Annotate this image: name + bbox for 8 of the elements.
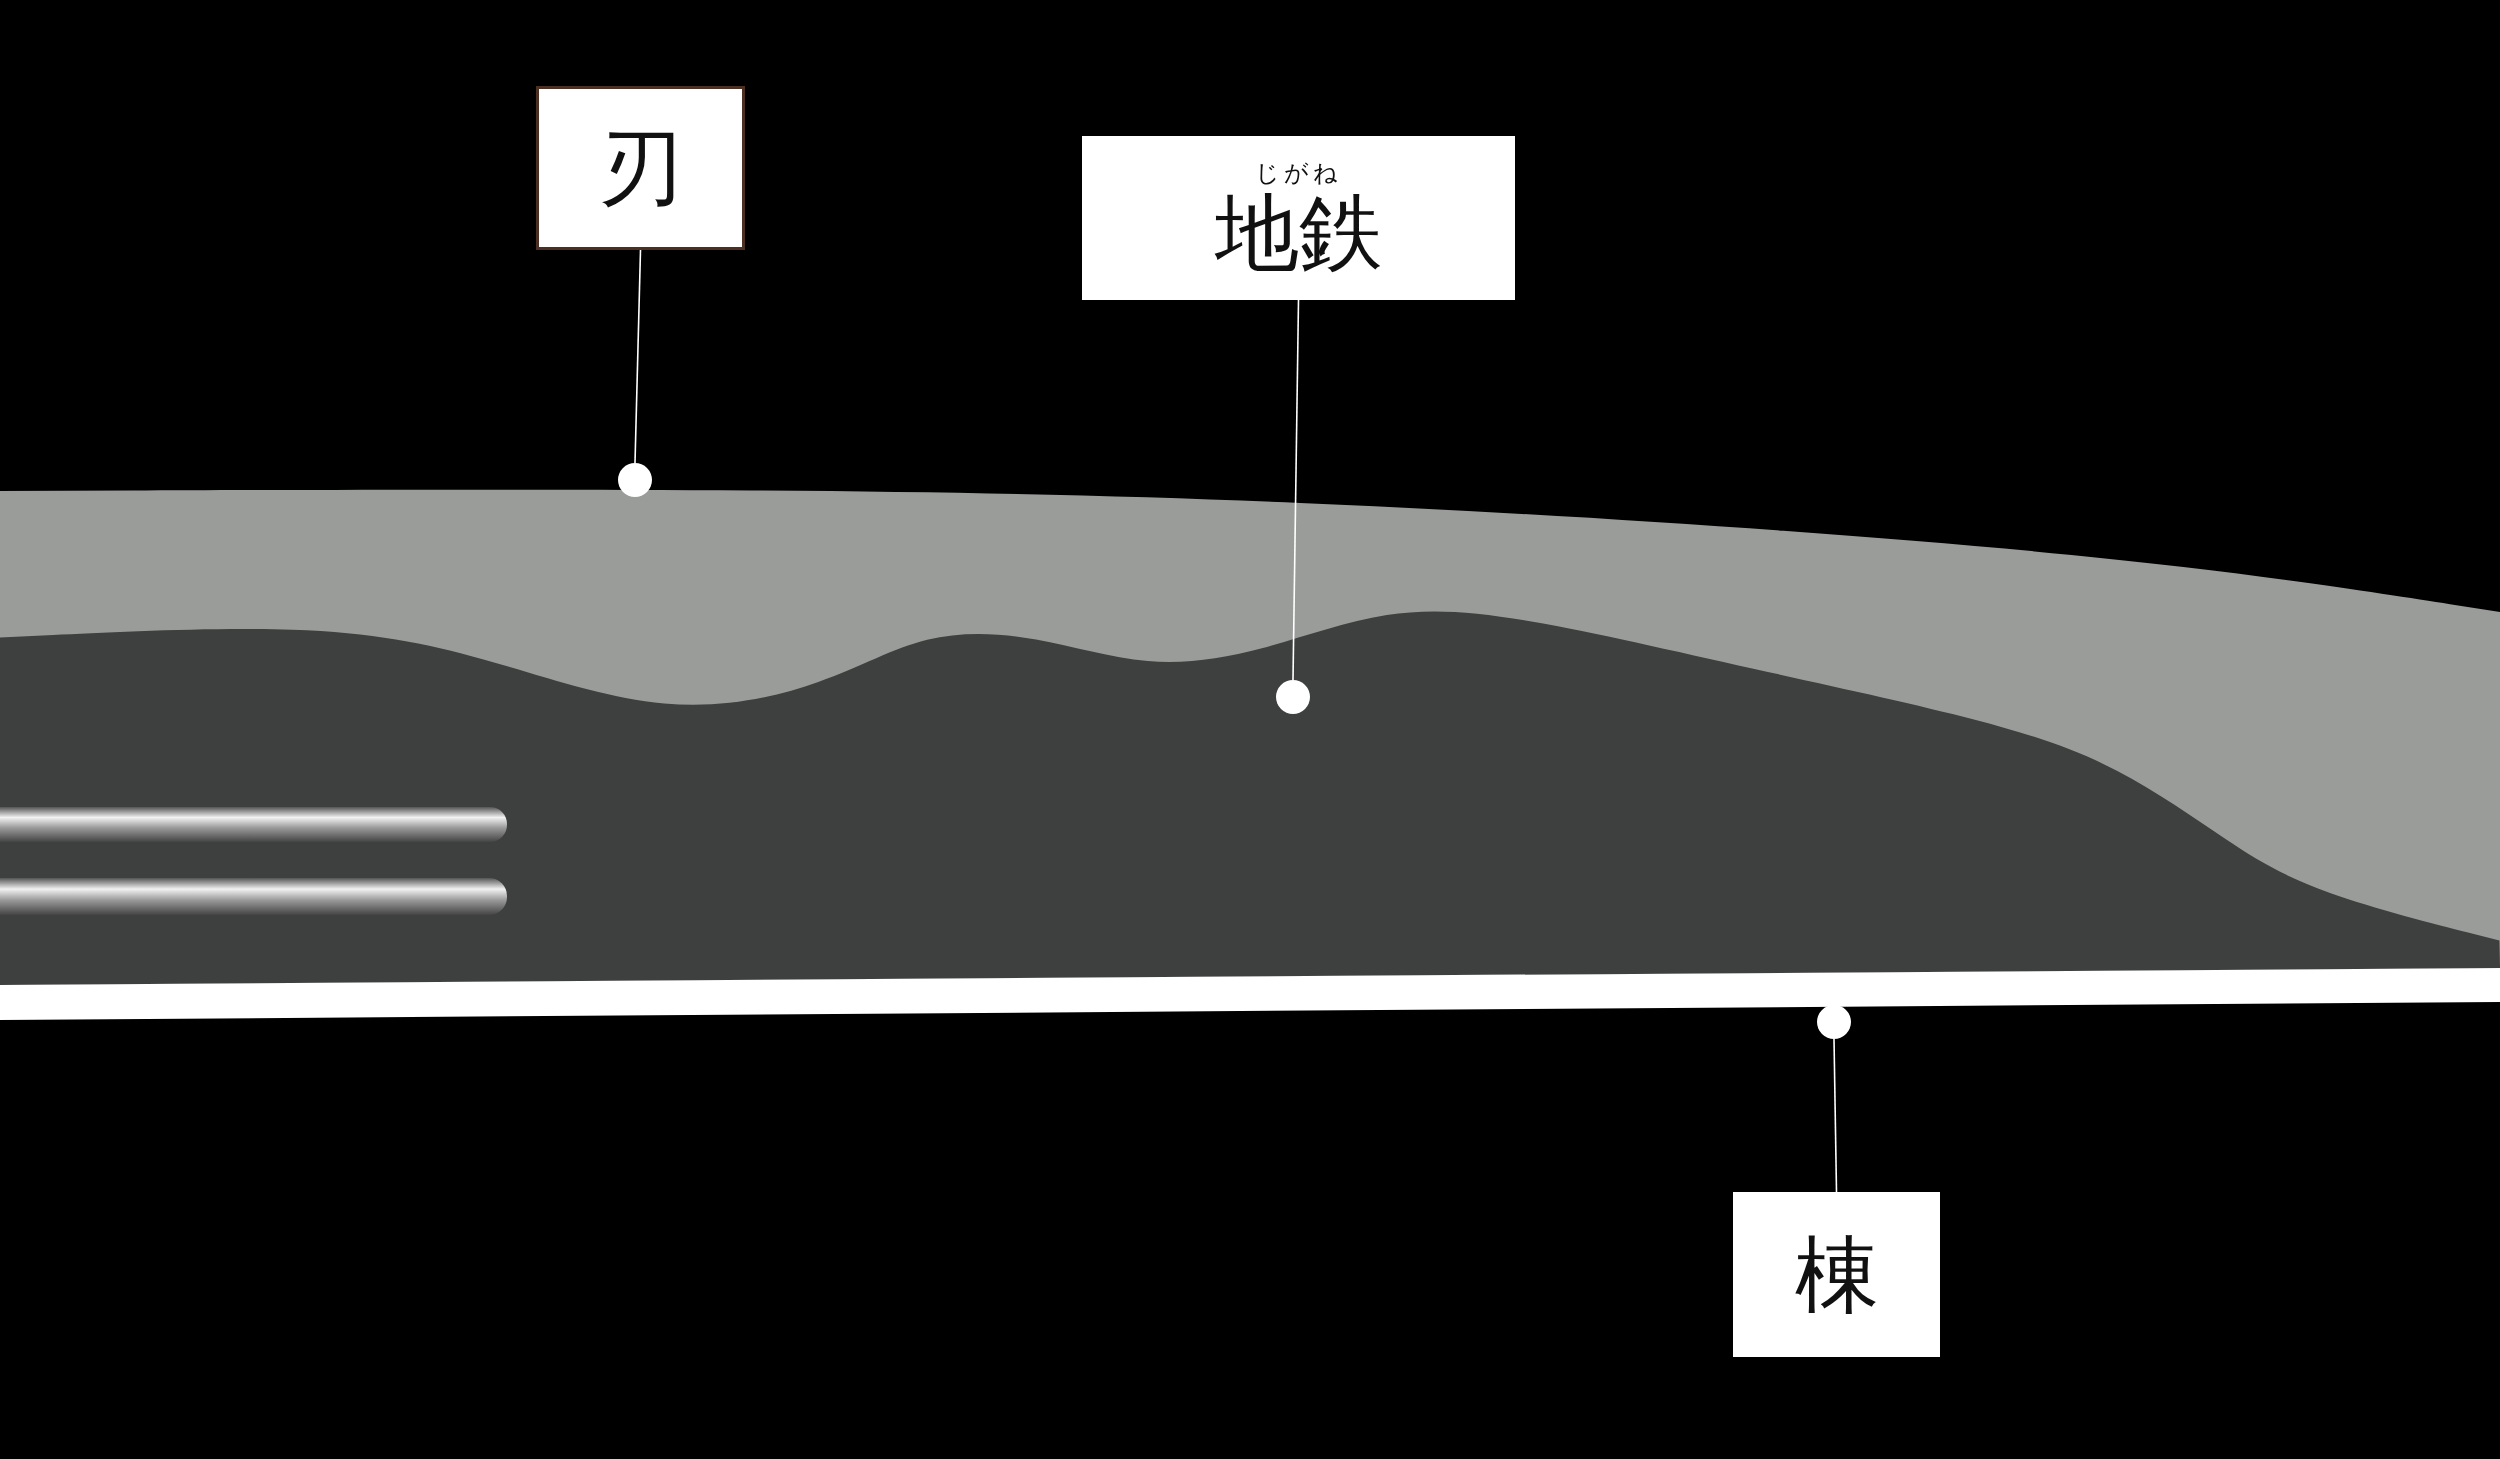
marker-dot — [1817, 1005, 1851, 1039]
part-label: 棟 — [1733, 1192, 1940, 1357]
part-label: 刃 — [536, 86, 745, 250]
leader-line — [1833, 1038, 1838, 1193]
leader-line — [1292, 299, 1300, 681]
marker-dot — [618, 463, 652, 497]
part-label: じがね 地鉄 — [1082, 136, 1515, 300]
leader-line — [634, 249, 642, 464]
